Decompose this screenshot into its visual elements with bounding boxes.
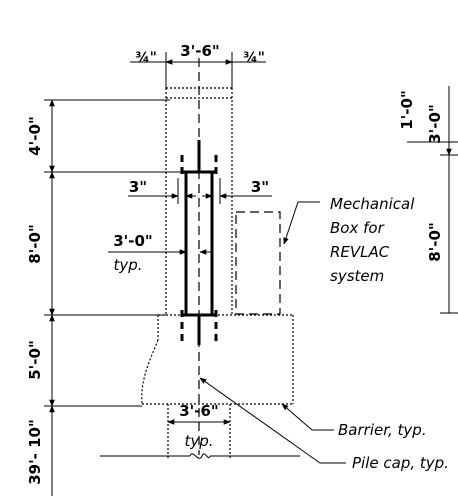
dim-top-width: 3'-6"	[180, 42, 220, 60]
column-offset-dims	[128, 178, 272, 204]
note-mech-line-2: Box for	[330, 219, 385, 237]
note-mech-line-3: REVLAC	[330, 243, 390, 261]
note-typ-1: typ.	[113, 256, 142, 274]
dim-seg-top: 4'-0"	[26, 116, 44, 156]
note-mech-line-1: Mechanical	[330, 195, 415, 213]
pilecap-leader	[199, 377, 321, 464]
dim-right-2: 3'-0"	[426, 104, 444, 144]
dim-top-right-offset: ¾"	[243, 50, 265, 66]
dim-right-3: 8'-0"	[426, 222, 444, 262]
note-barrier: Barrier, typ.	[338, 421, 427, 439]
ground-line	[100, 453, 300, 459]
dim-typ: 3'-0"	[113, 232, 153, 250]
dim-column-right: 3"	[251, 178, 269, 196]
dim-seg-mid: 8'-0"	[26, 224, 44, 264]
mech-leader	[283, 201, 299, 245]
dim-top-left-offset: ¾"	[135, 50, 157, 66]
note-mech-line-4: system	[330, 267, 384, 285]
left-dimension-chain	[44, 99, 186, 496]
barrier-leader	[281, 403, 313, 431]
top-dimension	[130, 52, 266, 88]
dim-right-1: 1'-0"	[398, 90, 416, 130]
dim-seg-footing: 39'- 10"	[26, 419, 44, 485]
note-typ-2: typ.	[184, 432, 213, 450]
dim-bottom-width: 3'-6"	[179, 402, 219, 420]
note-pile-cap: Pile cap, typ.	[352, 454, 449, 472]
mechanical-box	[235, 211, 281, 315]
right-dimension-chain	[407, 86, 458, 314]
barrier-outline	[141, 87, 294, 458]
dim-column-left: 3"	[129, 178, 147, 196]
dim-seg-bottom: 5'-0"	[26, 340, 44, 380]
